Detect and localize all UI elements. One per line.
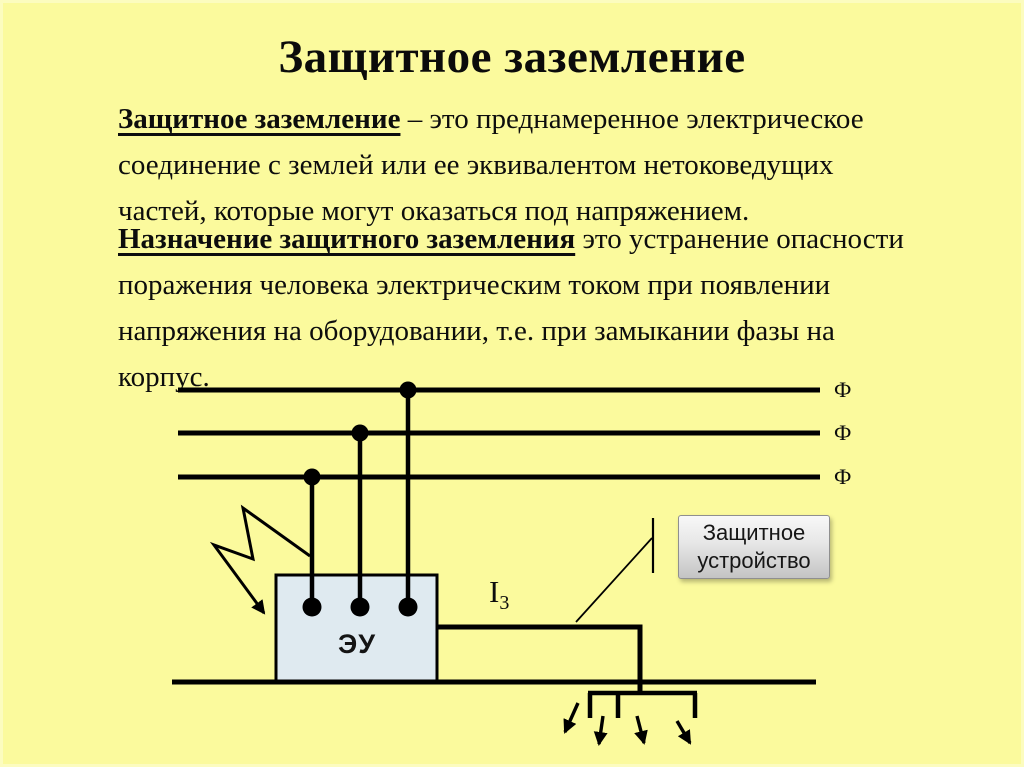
fault-current-label: I3 (489, 574, 509, 613)
terminal-dot-1 (302, 597, 322, 617)
definition-term: Защитное заземление (118, 103, 401, 135)
purpose-term: Назначение защитного заземления (118, 223, 576, 255)
equipment-label: ЭУ (337, 629, 376, 659)
purpose-paragraph: Назначение защитного заземления это устр… (118, 216, 904, 400)
equipment-box (274, 573, 439, 683)
definition-line-2: соединение с землей или ее эквивалентом … (118, 149, 834, 181)
definition-paragraph: Защитное заземление – это преднамеренное… (118, 96, 864, 234)
phase-label-1: Ф (834, 377, 852, 402)
current-subscript: 3 (499, 592, 510, 615)
definition-line-1-rest: – это преднамеренное электрическое (400, 103, 864, 135)
protective-device-label: Защитное устройство (678, 515, 830, 579)
dissipation-arrow-2 (593, 715, 608, 746)
grounding-conductor (437, 624, 643, 693)
purpose-line-2: поражения человека электрическим током п… (118, 269, 831, 301)
callout-leader-line (575, 537, 653, 623)
junction-dot-phase-3 (303, 468, 321, 486)
dissipation-arrow-3 (634, 715, 648, 745)
purpose-line-3: напряжения на оборудовании, т.е. при зам… (118, 315, 835, 347)
current-symbol: I (489, 574, 500, 609)
phase-label-3: Ф (834, 464, 852, 489)
protective-device-label-line-2: устройство (697, 548, 811, 573)
protective-device-label-line-1: Защитное (702, 520, 806, 545)
definition-line-1: Защитное заземление – это преднамеренное… (118, 96, 864, 142)
terminal-dot-3 (398, 597, 418, 617)
purpose-line-1: Назначение защитного заземления это устр… (118, 216, 904, 262)
definition-line-3: частей, которые могут оказаться под напр… (118, 195, 750, 227)
fault-lightning-arrow (209, 504, 311, 615)
dissipation-arrow-1 (563, 702, 580, 734)
phase-label-2: Ф (834, 420, 852, 445)
purpose-line-1-rest: это устранение опасности (575, 223, 904, 255)
slide-title: Защитное заземление (278, 31, 746, 83)
dissipation-arrow-4 (675, 720, 692, 745)
junction-dot-phase-2 (351, 424, 369, 442)
junction-dot-phase-1 (399, 381, 417, 399)
terminal-dot-2 (350, 597, 370, 617)
